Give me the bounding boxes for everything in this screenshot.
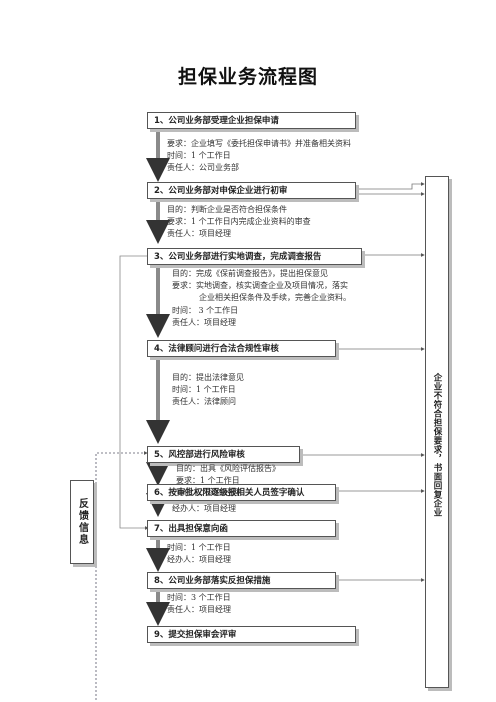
note-line: 时间：1 个工作日: [167, 543, 231, 552]
note-line: 责任人：项目经理: [172, 317, 236, 327]
note-line: 目的：提出法律意见: [172, 373, 244, 382]
step-5-notes: 目的：出具《风险评估报告》 要求：1 个工作日 责任人：风控经理: [176, 463, 280, 500]
note-line: 要求：1 个工作日内完成企业资料的审查: [167, 217, 311, 227]
note-line: 经办人：项目经理: [167, 555, 231, 565]
step-box-8: 8、公司业务部落实反担保措施: [147, 572, 336, 589]
feedback-box: 反馈信息: [70, 480, 94, 564]
step-box-2: 2、公司业务部对申保企业进行初审: [147, 182, 356, 199]
note-line: 责任人：项目经理: [167, 605, 231, 615]
note-line: 目的：出具《风险评估报告》: [176, 464, 280, 473]
note-line: 时间：1 个工作日: [172, 385, 236, 395]
note-line: 要求：1 个工作日: [176, 476, 240, 486]
step-7-notes: 时间：1 个工作日 经办人：项目经理: [167, 542, 231, 566]
step-box-9: 9、提交担保审会评审: [147, 626, 356, 643]
note-line: 责任人：公司业务部: [167, 163, 239, 173]
reject-reply-label: 企业不符合担保要求，书面回复企业: [432, 373, 442, 517]
step-box-7: 7、出具担保意向函: [147, 520, 336, 537]
note-line: 时间：3 个工作日: [167, 593, 231, 602]
step-box-1: 1、公司业务部受理企业担保申请: [147, 112, 356, 129]
page-title: 担保业务流程图: [177, 66, 318, 88]
note-line: 时间： 3 个工作日: [172, 305, 239, 315]
note-line: 时间：1 个工作日: [167, 151, 231, 161]
step-box-5: 5、风控部进行风险审核: [147, 446, 300, 463]
note-line: 目的：完成《保前调查报告》，提出担保意见: [172, 269, 328, 278]
note-line: 目的：判断企业是否符合担保条件: [167, 205, 287, 214]
step-6-notes: 经办人：项目经理: [172, 503, 236, 515]
step-8-notes: 时间：3 个工作日 责任人：项目经理: [167, 592, 231, 616]
step-box-4: 4、法律顾问进行合法合规性审核: [147, 340, 336, 357]
note-line: 责任人：项目经理: [167, 229, 231, 239]
step-3-notes: 目的：完成《保前调查报告》，提出担保意见 要求：实地调查，核实调查企业及项目情况…: [172, 268, 351, 329]
note-line: 责任人：风控经理: [176, 488, 240, 498]
step-2-notes: 目的：判断企业是否符合担保条件 要求：1 个工作日内完成企业资料的审查 责任人：…: [167, 204, 311, 241]
note-line: 经办人：项目经理: [172, 504, 236, 513]
feedback-label: 反馈信息: [76, 498, 88, 546]
step-box-6: 6、按审批权限逐级报相关人员签字确认: [147, 484, 336, 501]
step-4-notes: 目的：提出法律意见 时间：1 个工作日 责任人：法律顾问: [172, 372, 244, 409]
note-line: 要求：实地调查，核实调查企业及项目情况，落实: [172, 281, 348, 291]
note-line: 责任人：法律顾问: [172, 397, 236, 407]
reject-reply-box: 企业不符合担保要求，书面回复企业: [425, 176, 449, 688]
step-1-notes: 要求：企业填写《委托担保申请书》并准备相关资料 时间：1 个工作日 责任人：公司…: [167, 138, 351, 175]
note-line: 企业相关担保条件及手续，完善企业资料。: [199, 293, 351, 303]
step-box-3: 3、公司业务部进行实地调查，完成调查报告: [147, 248, 362, 265]
note-line: 要求：企业填写《委托担保申请书》并准备相关资料: [167, 139, 351, 148]
